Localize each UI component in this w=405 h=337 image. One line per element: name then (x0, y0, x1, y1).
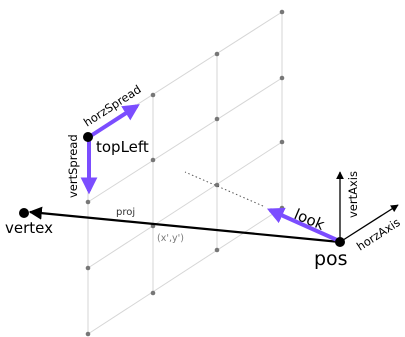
grid-point (279, 9, 285, 15)
pos-point (335, 237, 345, 247)
grid-row-line (87, 77, 283, 203)
proj-label: proj (116, 207, 135, 218)
grid-point (214, 116, 220, 122)
look-arrow (266, 207, 338, 242)
grid-point (214, 247, 220, 253)
grid-point (279, 205, 285, 211)
vertex-point (19, 208, 29, 218)
grid-point (150, 157, 156, 163)
projection-line (28, 206, 341, 244)
vertex-label: vertex (5, 219, 53, 237)
grid-point (150, 290, 156, 296)
horz-axis-arrow (339, 204, 399, 243)
screen-grid (87, 11, 283, 335)
grid-point (85, 331, 91, 337)
grid-point (279, 75, 285, 81)
vert-spread-label: vertSpread (66, 134, 80, 198)
grid-row-line (87, 141, 283, 269)
horz-axis-label: horzAxis (354, 215, 403, 253)
grid-point (279, 139, 285, 145)
grid-point (214, 51, 220, 57)
pos-label: pos (314, 248, 348, 270)
look-extension-dotted (184, 171, 264, 207)
vert-axis-label: vertAxis (346, 171, 360, 218)
grid-point (85, 199, 91, 205)
horz-spread-arrow (87, 104, 140, 139)
top-left-point (83, 132, 93, 142)
intersection-label: (x',y') (157, 233, 184, 244)
grid-point (85, 265, 91, 271)
grid-row-line (87, 207, 283, 335)
grid-points (85, 9, 285, 337)
grid-point (150, 92, 156, 98)
top-left-label: topLeft (96, 138, 149, 156)
